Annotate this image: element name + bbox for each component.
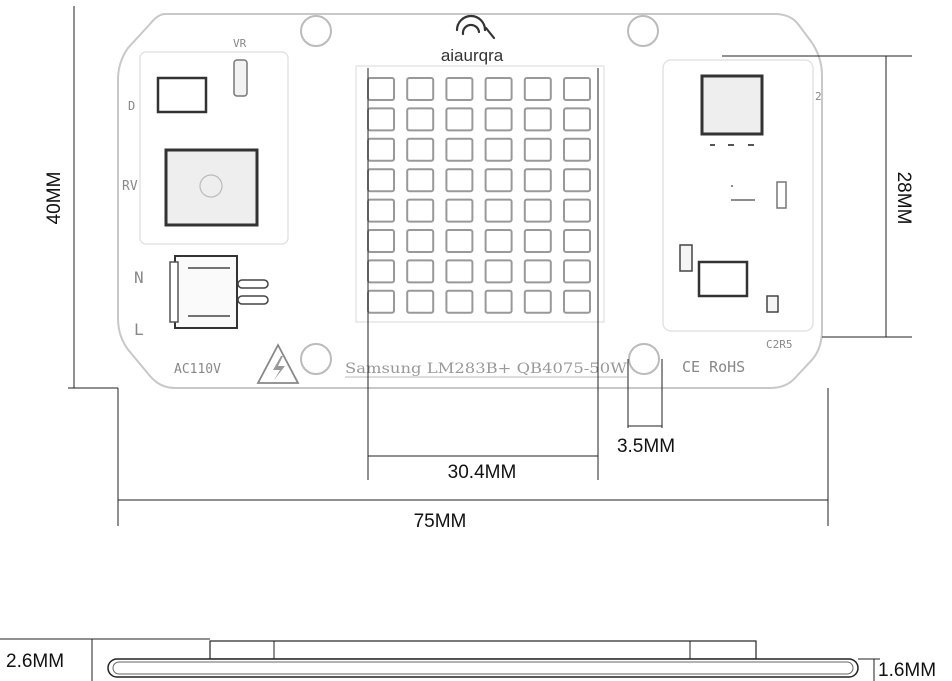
silk-2: 2	[815, 90, 822, 103]
led-chip	[484, 107, 513, 132]
led-chip	[484, 289, 513, 314]
led-chip	[484, 259, 513, 284]
led-chip	[523, 289, 552, 314]
silk-ac-voltage: AC110V	[174, 362, 221, 377]
led-chip	[523, 229, 552, 253]
side-profile-view	[0, 638, 880, 681]
dim-height-label: 40MM	[44, 172, 65, 225]
mounting-hole-bottom-right	[628, 343, 660, 375]
led-chip	[484, 77, 513, 101]
led-chip	[445, 168, 474, 193]
led-chip	[523, 168, 552, 193]
component-small-bracket	[731, 185, 755, 201]
mounting-hole-top-right	[627, 15, 659, 47]
connector-housing	[174, 255, 238, 329]
led-chip	[367, 198, 395, 223]
led-chip	[484, 137, 513, 162]
led-chip	[367, 229, 395, 253]
led-chip	[523, 259, 552, 284]
led-chip	[563, 107, 591, 132]
dim-width-label: 75MM	[414, 511, 467, 532]
component-d	[156, 76, 208, 114]
connector-pin-n	[237, 279, 269, 289]
silk-l: L	[134, 320, 144, 339]
side-components	[209, 640, 757, 660]
led-chip	[563, 137, 591, 162]
component-vr	[233, 59, 248, 97]
led-chip	[406, 168, 435, 193]
dim-pcb-thickness-label: 1.6MM	[878, 660, 936, 681]
led-chip	[406, 77, 435, 101]
led-chip	[523, 107, 552, 132]
led-grid	[367, 77, 591, 314]
connector-pin-l	[237, 295, 269, 305]
component-inductor	[697, 260, 749, 298]
led-chip	[367, 259, 395, 284]
component-resistor-right	[776, 181, 787, 209]
component-ic-right	[700, 74, 764, 136]
silk-rv: RV	[122, 179, 138, 194]
component-rv	[164, 148, 259, 227]
led-chip	[563, 289, 591, 314]
led-chip	[406, 137, 435, 162]
dimension-lines	[68, 6, 912, 526]
led-chip	[445, 198, 474, 223]
high-voltage-warning-icon	[256, 343, 300, 384]
led-chip	[484, 168, 513, 193]
led-chip	[445, 229, 474, 253]
component-capacitor	[766, 295, 779, 313]
led-chip	[445, 137, 474, 162]
led-chip	[563, 259, 591, 284]
mounting-hole-top-left	[300, 15, 332, 47]
silk-certifications: CE RoHS	[682, 358, 745, 376]
led-chip	[523, 198, 552, 223]
led-chip	[367, 137, 395, 162]
led-chip	[563, 77, 591, 101]
mounting-hole-bottom-left	[300, 343, 332, 375]
silk-vr: VR	[233, 37, 247, 50]
led-chip	[367, 77, 395, 101]
dim-total-thickness-label: 2.6MM	[6, 651, 64, 672]
led-chip	[406, 229, 435, 253]
brand-logo: aiaurqra	[441, 14, 504, 65]
led-chip	[367, 168, 395, 193]
dim-hole-label: 3.5MM	[617, 436, 675, 457]
led-chip	[523, 77, 552, 101]
component-rv-center	[199, 174, 223, 198]
led-chip	[484, 229, 513, 253]
silk-n: N	[134, 268, 144, 287]
led-chip	[523, 137, 552, 162]
led-chip	[484, 198, 513, 223]
led-chip	[445, 107, 474, 132]
led-chip	[445, 259, 474, 284]
led-array-area	[355, 65, 605, 323]
silk-model: Samsung LM283B+ QB4075-50W	[345, 361, 628, 377]
component-resistor-left	[679, 244, 693, 272]
led-chip	[445, 289, 474, 314]
led-chip	[445, 77, 474, 101]
led-chip	[367, 289, 395, 314]
silk-d: D	[128, 99, 135, 113]
dim-led-area-label: 30.4MM	[448, 462, 517, 483]
side-pcb	[107, 658, 859, 678]
led-chip	[406, 289, 435, 314]
brand-name: aiaurqra	[441, 46, 504, 65]
led-chip	[406, 259, 435, 284]
power-connector	[169, 255, 269, 329]
led-chip	[406, 107, 435, 132]
led-chip	[563, 229, 591, 253]
led-chip	[563, 198, 591, 223]
led-chip	[563, 168, 591, 193]
dim-driver-area-label: 28MM	[893, 172, 914, 225]
brand-logo-icon	[455, 14, 496, 40]
led-chip	[406, 198, 435, 223]
connector-latch	[169, 261, 179, 323]
silk-c2r5: C2R5	[766, 338, 793, 351]
led-chip	[367, 107, 395, 132]
